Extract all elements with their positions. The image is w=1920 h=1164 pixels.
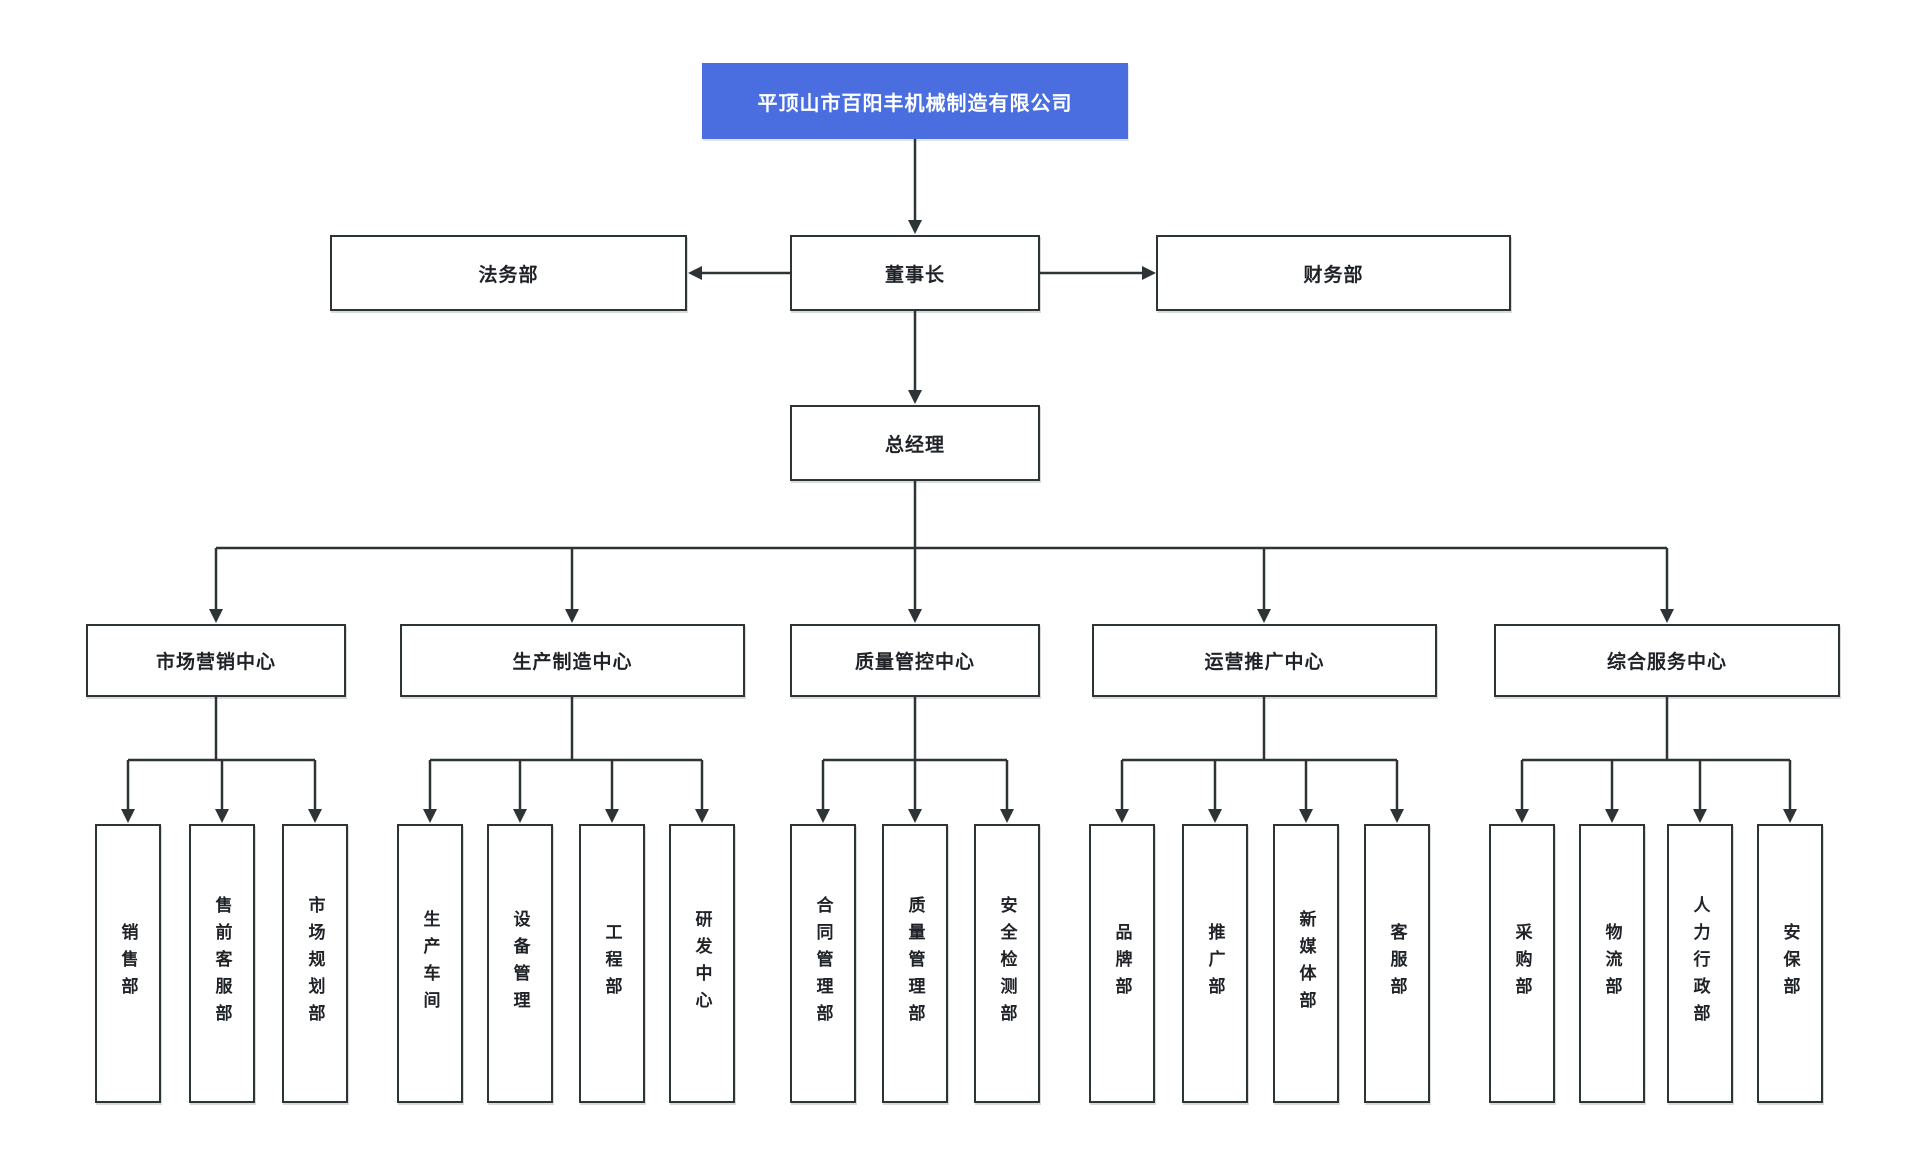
node-legal-dept: 法务部 [330,235,687,311]
edge-chairman-to-finance [1040,266,1156,280]
company-root-node: 平顶山市百阳丰机械制造有限公司 [702,63,1128,139]
edge-services-children [1515,697,1797,823]
node-label: 安保部 [1780,923,1800,1004]
node-market-planning-dept: 市场规划部 [282,824,348,1103]
node-label: 质量管理部 [905,896,925,1031]
node-finance-dept: 财务部 [1156,235,1511,311]
edge-production-children [423,697,709,823]
node-operations-center: 运营推广中心 [1092,624,1437,697]
node-marketing-center: 市场营销中心 [86,624,346,697]
node-label: 采购部 [1512,923,1532,1004]
node-label: 法务部 [478,264,539,286]
node-label: 物流部 [1602,923,1622,1004]
node-safety-inspection-dept: 安全检测部 [974,824,1040,1103]
node-engineering-dept: 工程部 [579,824,645,1103]
node-label: 推广部 [1205,923,1225,1004]
node-rnd-center: 研发中心 [669,824,735,1103]
node-label: 设备管理 [510,909,530,1018]
node-general-manager: 总经理 [790,405,1040,481]
edge-quality-children [816,697,1014,823]
edge-root-to-chairman [908,139,922,234]
node-equipment-management: 设备管理 [487,824,553,1103]
company-title: 平顶山市百阳丰机械制造有限公司 [757,92,1073,115]
node-services-center: 综合服务中心 [1494,624,1840,697]
node-label: 安全检测部 [997,896,1017,1031]
node-label: 市场规划部 [305,896,325,1031]
node-presales-service-dept: 售前客服部 [189,824,255,1103]
node-label: 工程部 [602,923,622,1004]
node-purchasing-dept: 采购部 [1489,824,1555,1103]
node-production-center: 生产制造中心 [400,624,745,697]
node-promotion-dept: 推广部 [1182,824,1248,1103]
node-label: 财务部 [1303,264,1364,286]
node-sales-dept: 销售部 [95,824,161,1103]
node-label: 合同管理部 [813,896,833,1031]
node-label: 人力行政部 [1690,896,1710,1031]
edge-marketing-children [121,697,322,823]
node-logistics-dept: 物流部 [1579,824,1645,1103]
node-production-workshop: 生产车间 [397,824,463,1103]
node-label: 研发中心 [692,909,712,1018]
node-label: 销售部 [118,923,138,1004]
node-security-dept: 安保部 [1757,824,1823,1103]
node-hr-admin-dept: 人力行政部 [1667,824,1733,1103]
node-brand-dept: 品牌部 [1089,824,1155,1103]
edge-gm-to-centers [209,481,1674,623]
edge-operations-children [1115,697,1404,823]
edge-chairman-to-gm [908,311,922,404]
node-label: 总经理 [884,434,945,456]
node-quality-center: 质量管控中心 [790,624,1040,697]
node-quality-management-dept: 质量管理部 [882,824,948,1103]
node-label: 董事长 [884,264,945,286]
node-label: 新媒体部 [1296,909,1316,1018]
node-label: 售前客服部 [212,896,232,1031]
node-contract-management-dept: 合同管理部 [790,824,856,1103]
node-label: 市场营销中心 [155,652,276,673]
node-label: 运营推广中心 [1204,652,1325,673]
node-label: 品牌部 [1112,923,1132,1004]
node-chairman: 董事长 [790,235,1040,311]
edge-chairman-to-legal [688,266,790,280]
node-label: 综合服务中心 [1606,652,1727,673]
node-label: 质量管控中心 [854,652,975,673]
node-label: 生产车间 [420,909,440,1018]
node-label: 生产制造中心 [512,652,633,673]
node-label: 客服部 [1387,923,1407,1004]
node-customer-service-dept: 客服部 [1364,824,1430,1103]
node-new-media-dept: 新媒体部 [1273,824,1339,1103]
